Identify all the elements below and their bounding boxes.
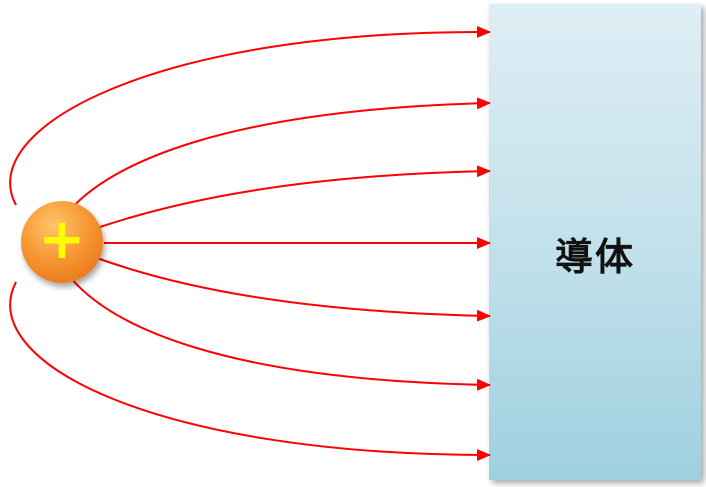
field-line-7 bbox=[10, 282, 490, 455]
field-line-3 bbox=[97, 171, 490, 228]
field-line-1 bbox=[10, 32, 490, 205]
plus-icon: + bbox=[21, 201, 103, 283]
field-line-2 bbox=[70, 103, 490, 210]
field-line-6 bbox=[70, 277, 490, 385]
positive-charge: + bbox=[21, 201, 103, 283]
field-line-5 bbox=[97, 258, 490, 316]
